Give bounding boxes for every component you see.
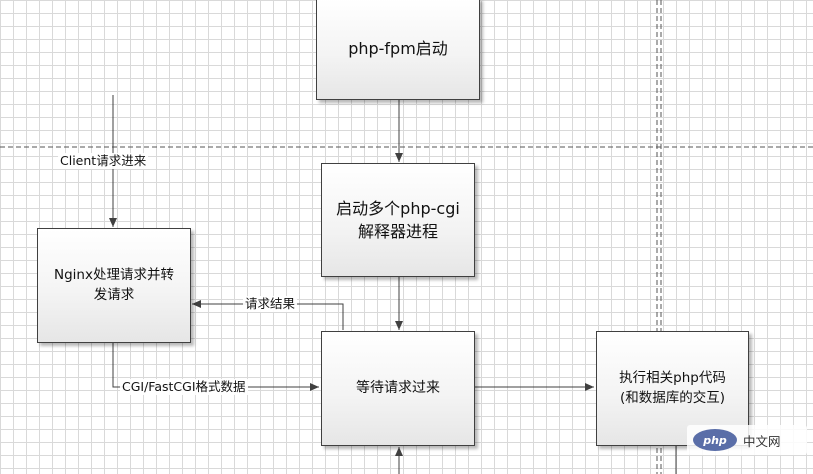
node-wait-for-request: 等待请求过来: [321, 331, 475, 446]
edge-label-cgi-data: CGI/FastCGI格式数据: [120, 379, 248, 395]
arrow-result-to-nginx: [192, 300, 344, 330]
node-execute-line-1: 执行相关php代码: [619, 369, 726, 386]
node-start-multiple-php-cgi: 启动多个php-cgi 解释器进程: [321, 163, 475, 277]
node-nginx-line-1: Nginx处理请求并转: [54, 266, 174, 283]
php-logo-icon: php: [693, 429, 737, 451]
arrow-nginx-to-wait: [112, 343, 319, 391]
node-nginx-process: Nginx处理请求并转 发请求: [37, 228, 191, 343]
node-nginx-line-2: 发请求: [93, 286, 135, 303]
edge-label-client-request: Client请求进来: [58, 153, 149, 169]
watermark: php 中文网: [687, 425, 807, 455]
node-php-fpm-start: php-fpm启动: [316, 0, 480, 100]
node-wait-label: 等待请求过来: [356, 380, 440, 397]
node-multi-cgi-line-2: 解释器进程: [357, 222, 438, 241]
edge-label-request-result: 请求结果: [243, 296, 298, 312]
watermark-site-name: 中文网: [743, 433, 781, 449]
node-execute-line-2: (和数据库的交互): [619, 389, 726, 406]
node-php-fpm-start-label: php-fpm启动: [348, 39, 448, 59]
node-multi-cgi-line-1: 启动多个php-cgi: [336, 198, 460, 218]
